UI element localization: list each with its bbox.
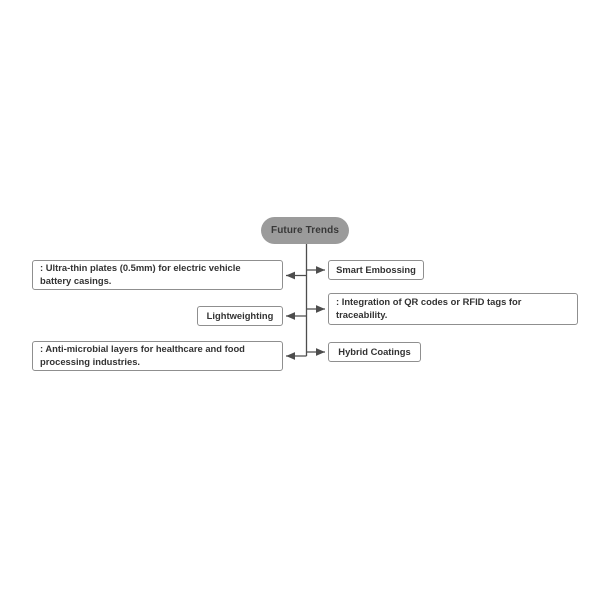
node-label-line: traceability. xyxy=(336,309,388,320)
node-label-line: : Ultra-thin plates (0.5mm) for electric… xyxy=(40,262,241,274)
node-smart-embossing: Smart Embossing xyxy=(328,260,424,280)
node-ultra-thin-plates: : Ultra-thin plates (0.5mm) for electric… xyxy=(32,260,283,290)
node-anti-microbial-layers: : Anti-microbial layers for healthcare a… xyxy=(32,341,283,371)
node-label-line: Lightweighting xyxy=(206,309,274,321)
node-qr-rfid-traceability: : Integration of QR codes or RFID tags f… xyxy=(328,293,578,325)
node-label-line: : Anti-microbial layers for healthcare a… xyxy=(40,343,245,355)
node-hybrid-coatings: Hybrid Coatings xyxy=(328,342,421,362)
node-lightweighting: Lightweighting xyxy=(197,306,283,326)
node-label-line: : Integration of QR codes or RFID tags f… xyxy=(336,296,522,308)
root-node-future-trends: Future Trends xyxy=(261,217,349,244)
node-label-line: Smart Embossing xyxy=(336,263,416,275)
node-label-line: processing industries. xyxy=(40,356,141,367)
node-label-line: battery casings. xyxy=(40,275,112,286)
node-label-line: Hybrid Coatings xyxy=(338,345,411,357)
